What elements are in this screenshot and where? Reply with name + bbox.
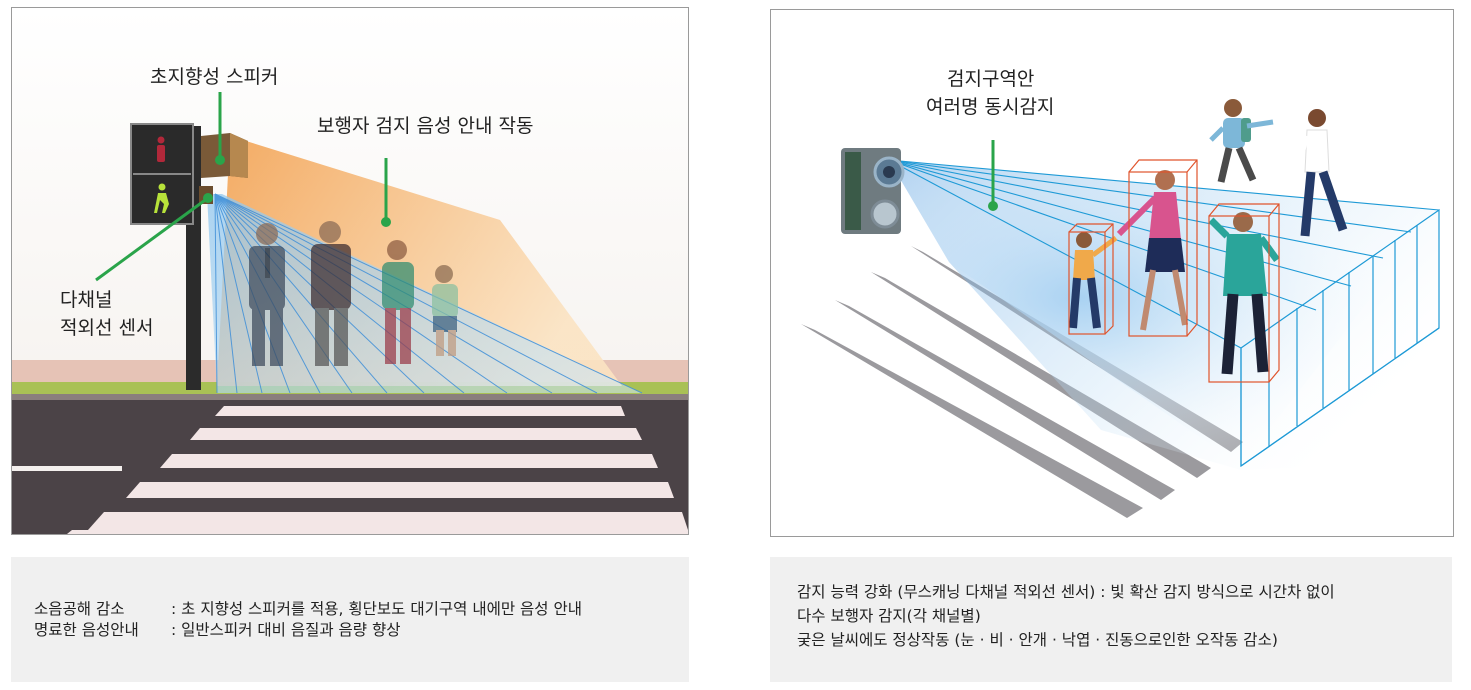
- left-caption-box: 소음공해 감소 : 초 지향성 스피커를 적용, 횡단보도 대기구역 내에만 음…: [11, 557, 689, 682]
- pedestrian-child: [1069, 232, 1118, 329]
- caption-desc-clear-voice: : 일반스피커 대비 음질과 음량 향상: [171, 621, 401, 639]
- voice-guide-label: 보행자 검지 음성 안내 작동: [317, 115, 534, 137]
- pedestrian-woman-pink: [1116, 170, 1188, 331]
- multichannel-infrared-sensor: [841, 148, 905, 234]
- caption-line1: 감지 능력 강화 (무스캐닝 다채널 적외선 센서) : 빛 확산 감지 방식으…: [797, 583, 1335, 601]
- leader-dot: [988, 201, 998, 211]
- sensor-label-line2: 적외선 센서: [60, 317, 154, 339]
- pedestrian-child: [432, 265, 458, 356]
- caption-desc-noise: : 초 지향성 스피커를 적용, 횡단보도 대기구역 내에만 음성 안내: [171, 600, 582, 618]
- green-walking-figure-icon: [154, 183, 169, 213]
- pedestrian-man-jacket: [311, 221, 351, 366]
- zone-label-line1: 검지구역안: [947, 68, 1035, 90]
- pedestrians: [249, 221, 458, 366]
- sensor-label-line1: 다채널: [60, 289, 113, 311]
- zone-label-line2: 여러명 동시감지: [926, 96, 1055, 118]
- right-illustration-panel: 검지구역안 여러명 동시감지: [770, 9, 1454, 537]
- background-pedestrians: [1209, 99, 1348, 237]
- pedestrian-woman: [382, 240, 414, 364]
- pedestrian-boy-backpack: [1209, 99, 1274, 183]
- pedestrian-woman-white: [1296, 109, 1348, 237]
- left-illustration-panel: 초지향성 스피커 보행자 검지 음성 안내 작동 다채널 적외선 센서: [11, 7, 689, 535]
- caption-line3: 궂은 날씨에도 정상작동 (눈 · 비 · 안개 · 낙엽 · 진동으로인한 오…: [797, 631, 1278, 649]
- caption-term-clear-voice: 명료한 음성안내: [34, 621, 139, 639]
- caption-line2: 다수 보행자 감지(각 채널별): [797, 607, 981, 625]
- right-scene: [801, 99, 1440, 518]
- detection-boxes: [1068, 159, 1280, 383]
- left-scene: [12, 8, 688, 534]
- pedestrian-man-suit: [249, 223, 285, 366]
- lane-marking: [12, 466, 122, 471]
- crosswalk: [67, 406, 688, 534]
- caption-term-noise: 소음공해 감소: [34, 600, 125, 618]
- speaker-label: 초지향성 스피커: [150, 66, 279, 88]
- leader-lines: [95, 92, 388, 282]
- leader-dots: [203, 155, 391, 227]
- detected-pedestrians: [1068, 159, 1280, 383]
- pedestrian-man-teal: [1208, 212, 1280, 375]
- right-caption-box: 감지 능력 강화 (무스캐닝 다채널 적외선 센서) : 빛 확산 감지 방식으…: [770, 557, 1452, 682]
- red-standing-figure-icon: [157, 136, 165, 162]
